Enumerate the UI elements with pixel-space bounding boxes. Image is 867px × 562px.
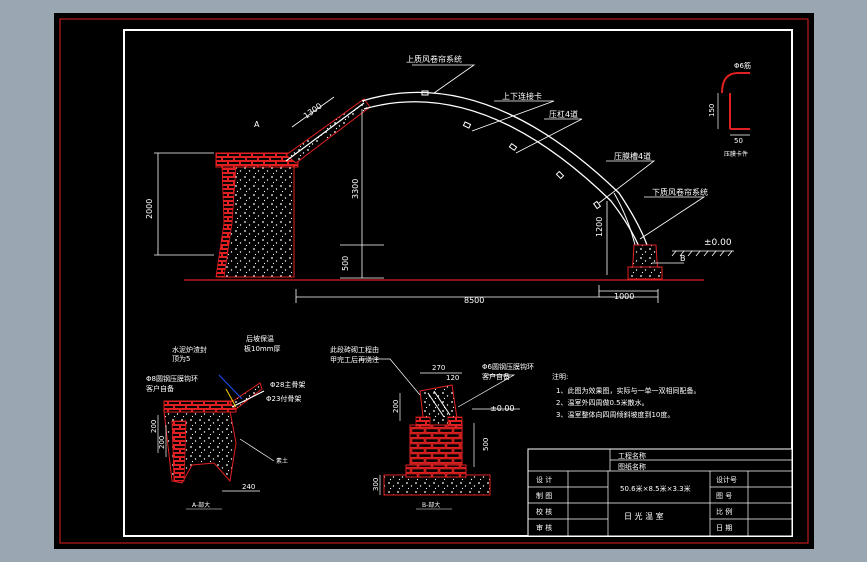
bar-d150: 150 [708,104,716,117]
inner-border [123,29,793,537]
tb-left-4: 审 核 [536,523,552,532]
front-footing-base [627,266,663,280]
label-film-press: 压膜槽4道 [614,151,651,161]
bar-detail: Φ6筋 150 50 压膜卡件 [708,61,751,158]
bar-title: 压膜卡件 [724,150,748,158]
detail-a-title: A-部大 [192,501,210,509]
detail-a-bar-1: Φ28主骨架 [270,380,305,389]
detail-a-soil: 素土 [276,457,288,465]
arch-inner2 [613,192,637,250]
detail-a-d200b: 200 [158,436,166,449]
detail-b-elevation: ±0.00 [490,404,515,413]
cad-drawing: 上质风卷帘系统 上下连接卡 压杠4道 压膜槽4道 下质风卷帘系统 A B 130… [59,18,809,544]
dim-front-offset: 1000 [614,292,634,301]
detail-b-d500: 500 [482,438,490,451]
note-item-2: 2、温室外四周做0.5米散水。 [556,398,649,407]
tb-left-1: 设 计 [536,475,552,484]
detail-a: 水泥炉渣封 顶为5 后坡保温 板10mm厚 Φ8圆钢压膜钩环 客户自备 Φ28主… [146,334,305,510]
note-item-1: 1、此图为效果图，实际与一单一双相同配备。 [556,386,700,395]
label-pressure-bar: 压杠4道 [549,109,578,119]
detail-b-d300: 300 [372,478,380,491]
detail-b-note-4: 客户自备 [482,372,510,381]
detail-b-note-1: 此段砖砌工程由 [330,345,379,354]
detail-b-d270: 270 [432,364,445,372]
detail-a-d240: 240 [242,483,255,491]
detail-a-note-6: 客户自备 [146,384,174,393]
bar-d50: 50 [734,137,743,145]
dim-base-height: 500 [341,256,350,271]
bar-dia: Φ6筋 [734,61,751,70]
dim-wall-height: 2000 [145,199,154,219]
label-connector: 上下连接卡 [502,91,542,101]
tb-drawing-label: 图纸名称 [618,462,646,471]
callout-leaders [412,64,706,264]
general-notes: 注明: 1、此图为效果图，实际与一单一双相同配备。 2、温室外四周做0.5米散水… [552,372,700,419]
arch-outer [361,91,648,246]
detail-b-title: B-部大 [422,501,440,509]
notes-heading: 注明: [552,372,568,381]
tb-right-3: 比 例 [716,507,732,516]
label-point-a: A [254,120,260,129]
detail-a-d200: 200 [150,420,158,433]
dim-span: 8500 [464,296,484,305]
note-item-3: 3、温室整体向四周倾斜坡度到10度。 [556,410,674,419]
drawing-sheet: 上质风卷帘系统 上下连接卡 压杠4道 压膜槽4道 下质风卷帘系统 A B 130… [54,13,814,549]
back-roof-line [285,102,365,162]
detail-b: 此段砖砌工程由 甲完工后再浇注 Φ6圆钢压膜钩环 客户自备 270 120 20… [330,345,534,510]
dim-front-height: 1200 [595,217,604,237]
detail-a-note-2: 顶为5 [172,354,190,363]
detail-a-note-4: 板10mm厚 [244,344,281,353]
tb-right-2: 图 号 [716,492,732,500]
detail-a-note-5: Φ8圆钢压膜钩环 [146,374,198,383]
label-point-b: B [680,254,686,263]
tb-right-1: 设计号 [716,475,737,484]
detail-b-note-3: Φ6圆钢压膜钩环 [482,362,534,371]
detail-a-bar-2: Φ23付骨架 [266,394,301,403]
tb-left-3: 校 核 [536,507,552,516]
label-top-windproof: 上质风卷帘系统 [406,54,462,64]
ground-hatch [671,250,734,257]
detail-b-d200: 200 [392,400,400,413]
arch-clips [421,90,602,210]
dim-slope: 1300 [302,101,324,120]
arch-inner [363,101,641,250]
detail-b-note-2: 甲完工后再浇注 [330,355,379,364]
dim-ridge-height: 3300 [351,179,360,199]
detail-a-note-1: 水泥炉渣封 [172,345,207,354]
label-bottom-windproof: 下质风卷帘系统 [652,187,708,197]
detail-a-note-3: 后坡保温 [246,334,274,343]
dim-elevation: ±0.00 [704,238,732,248]
outer-border [59,18,809,544]
tb-right-4: 日 期 [716,524,732,532]
tb-project-label: 工程名称 [618,451,646,460]
title-block: 工程名称 图纸名称 设 计 制 图 校 核 审 核 50.6米×8.5米×3.3… [527,448,793,537]
main-elevation: 上质风卷帘系统 上下连接卡 压杠4道 压膜槽4道 下质风卷帘系统 A B 130… [145,54,734,305]
tb-name: 日 光 温 室 [624,511,664,521]
tb-left-2: 制 图 [536,491,552,500]
dimension-lines [154,96,659,303]
tb-spec: 50.6米×8.5米×3.3米 [620,484,691,493]
detail-b-d120: 120 [446,374,459,382]
